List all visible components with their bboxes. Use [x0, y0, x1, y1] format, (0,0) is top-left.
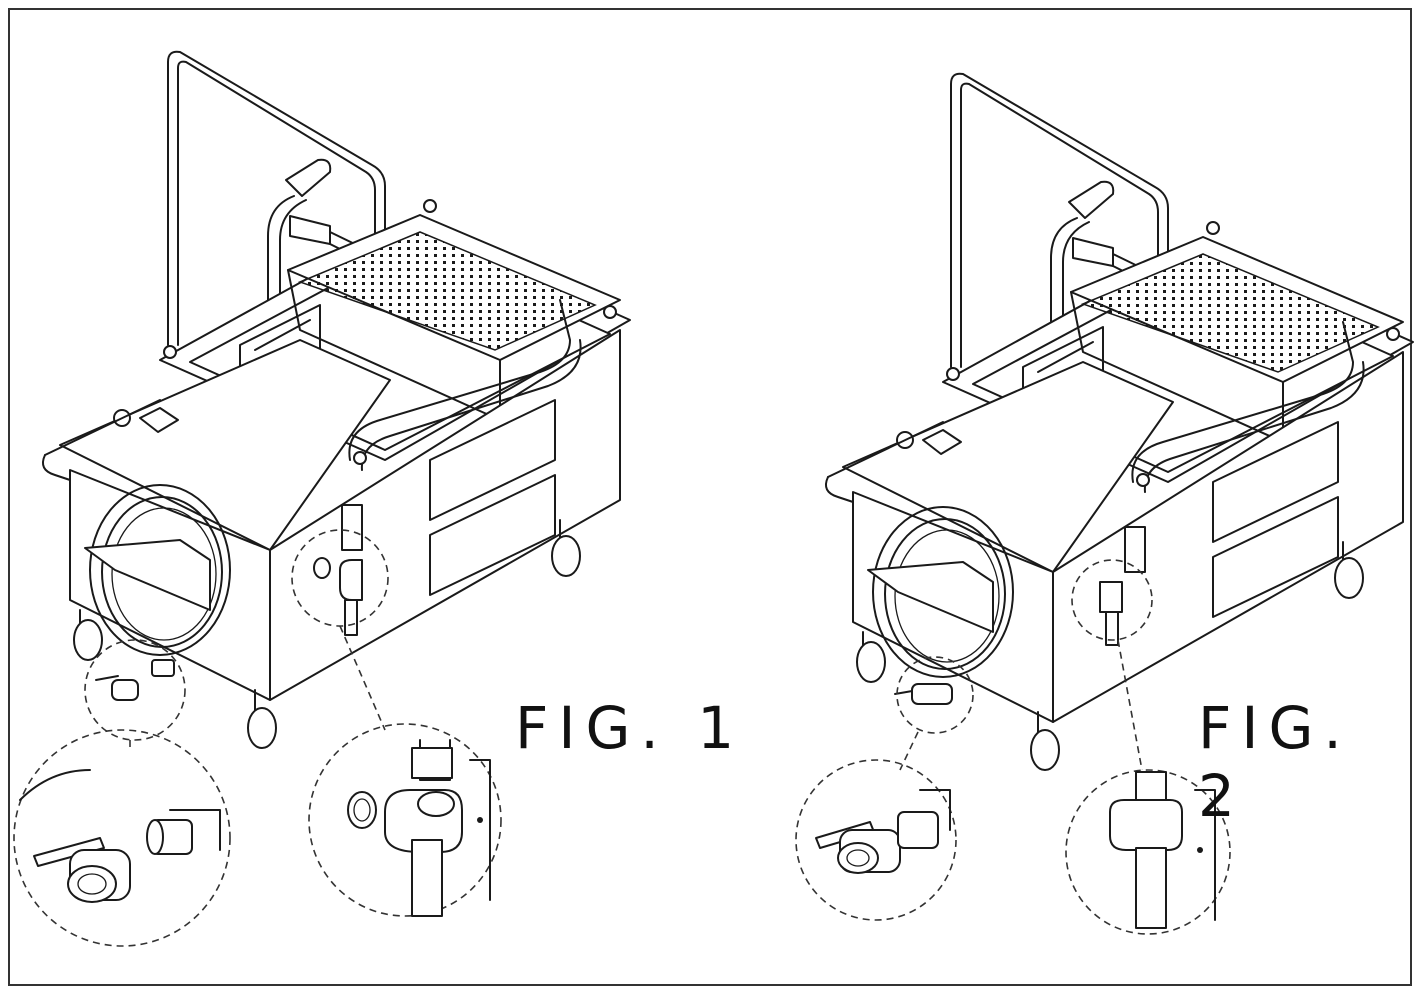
- detail-ball-valve-fig2: [795, 759, 957, 921]
- detail-ball-valve-fig1: [13, 729, 231, 947]
- elbow-fitting-connected-icon: [1099, 581, 1123, 613]
- valve-highlight-circle-2: [896, 656, 974, 734]
- detail-elbow-fig1: [308, 723, 502, 917]
- figure-1-drawing: [13, 50, 632, 947]
- figure-1-label: FIG. 1: [515, 694, 745, 762]
- figure-2-drawing: [795, 72, 1414, 935]
- valve-highlight-circle: [84, 639, 186, 741]
- ball-valve-icon: [111, 679, 139, 701]
- elbow-fitting-icon: [339, 559, 363, 601]
- detail-elbow-fig2: [1065, 769, 1231, 935]
- valve-nipple-icon: [151, 659, 175, 677]
- cap-fitting-icon: [313, 557, 331, 579]
- fitting-highlight-circle-2: [1071, 559, 1153, 641]
- ball-valve-connected-icon: [911, 683, 953, 705]
- figure-2-label: FIG. 2: [1198, 694, 1352, 830]
